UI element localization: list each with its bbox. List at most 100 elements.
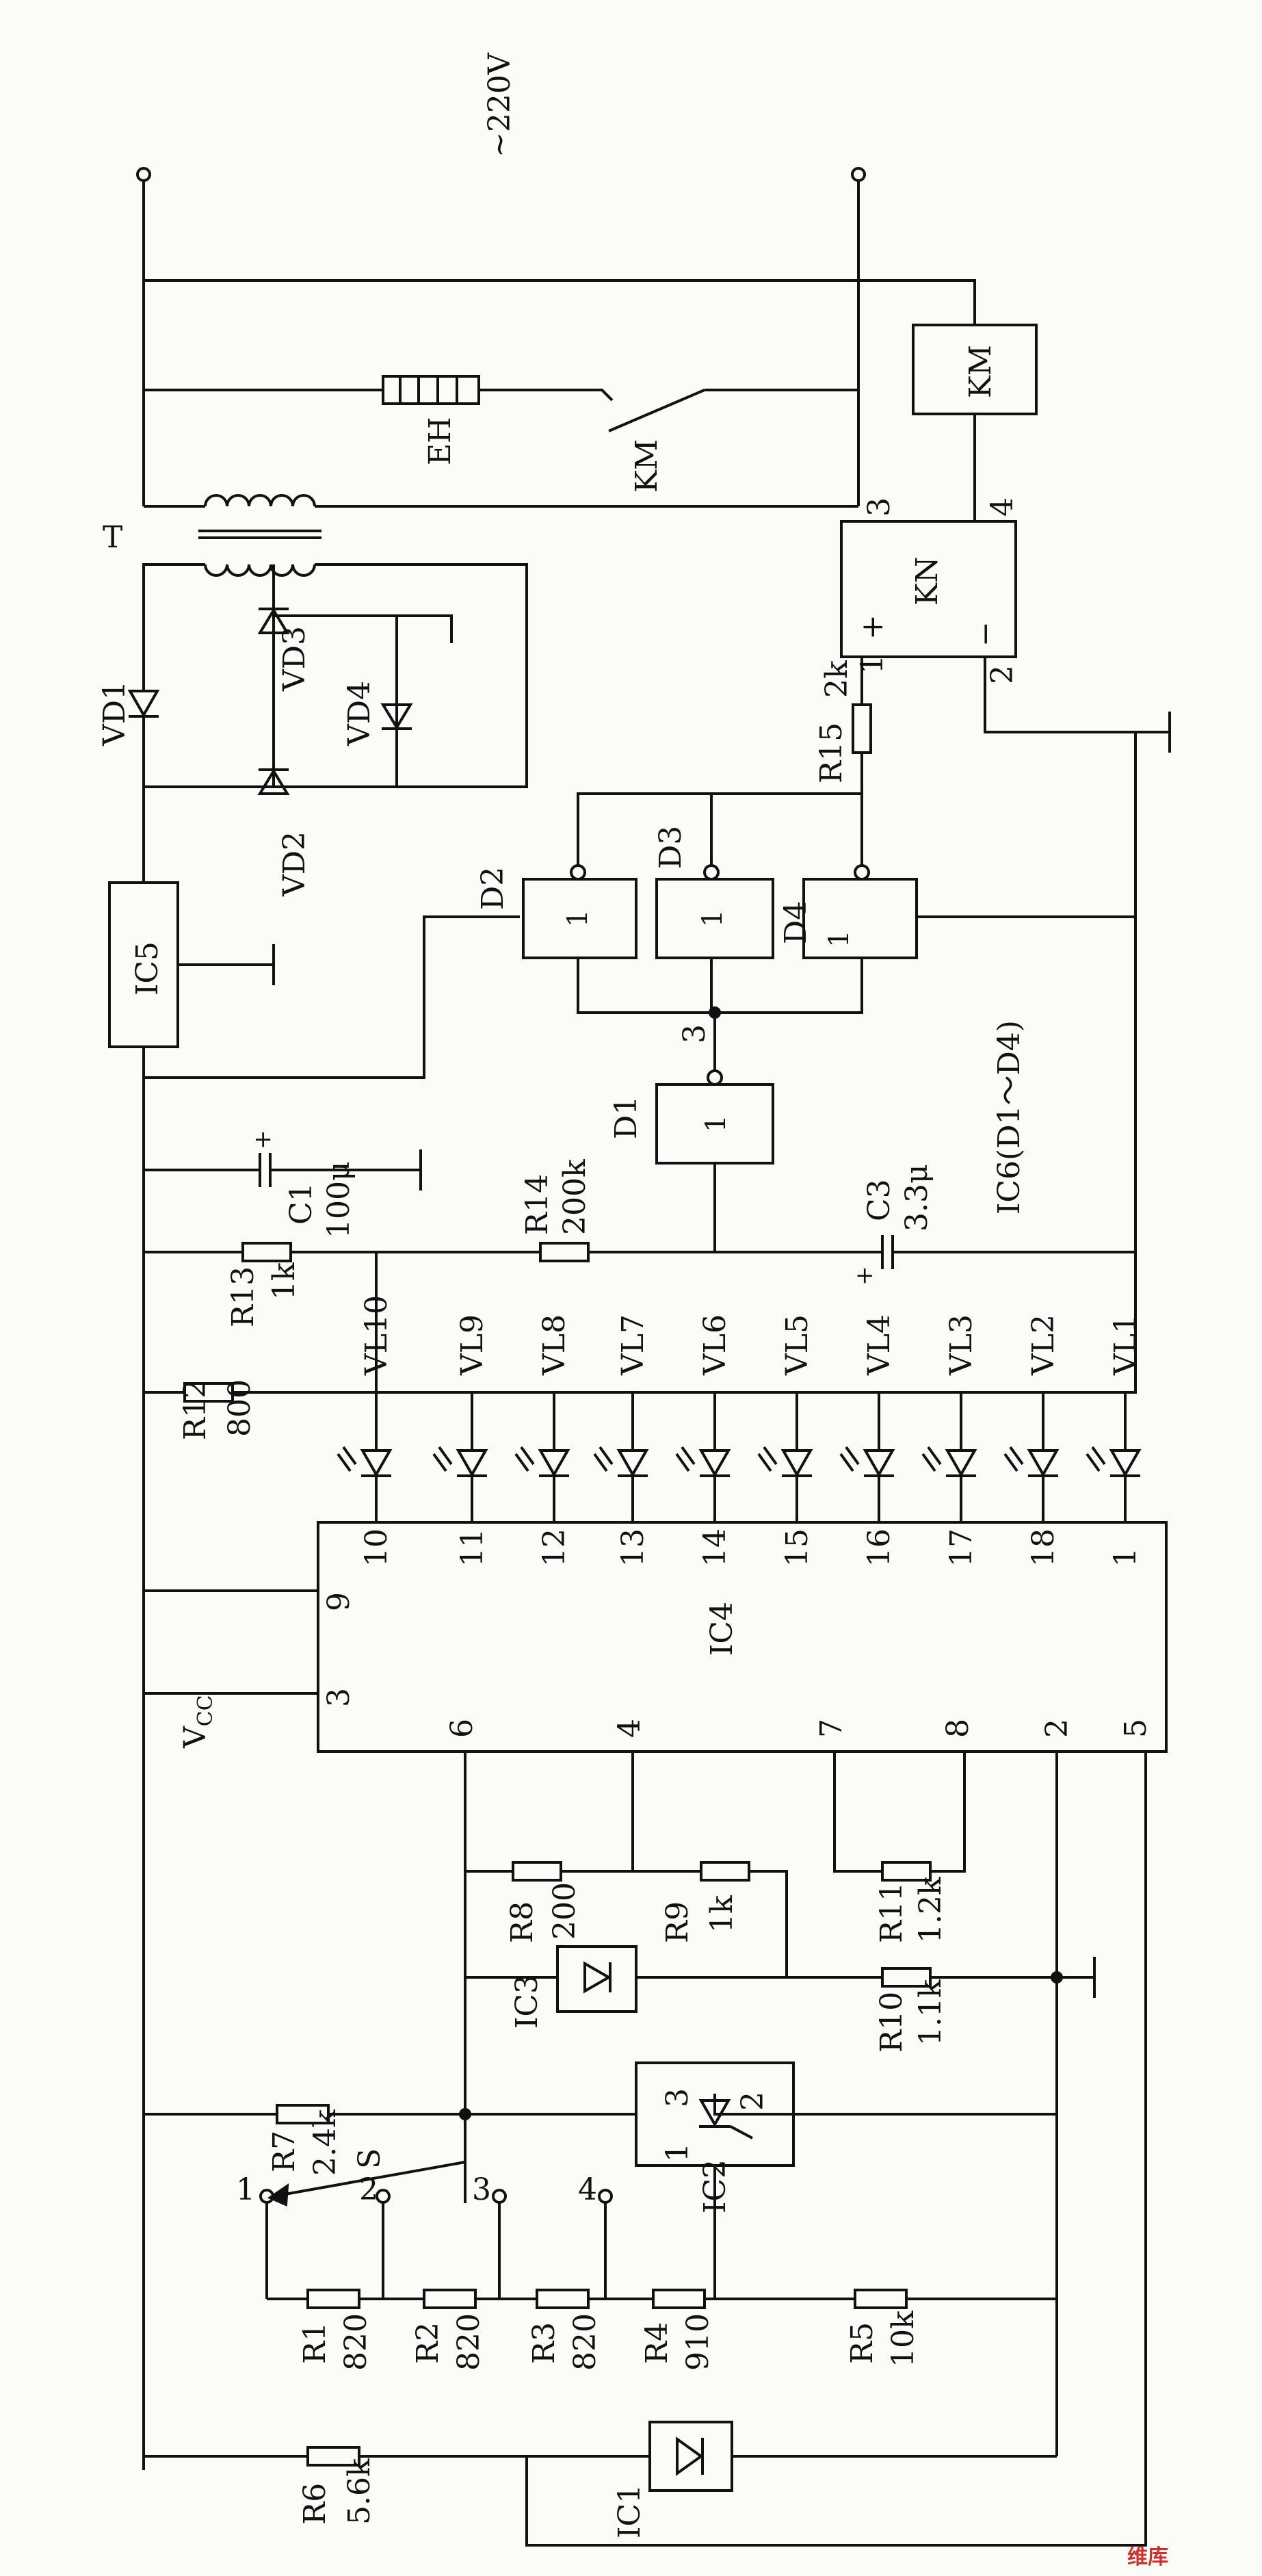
- switch-pos-1: 1: [236, 2172, 255, 2207]
- gate-d3-label: D3: [653, 826, 688, 869]
- led-label: VL10: [359, 1295, 394, 1376]
- ic4-pin-3: 3: [321, 1688, 356, 1707]
- diode-vd4: [380, 703, 413, 730]
- capacitor-c1-value: 100μ: [321, 1161, 356, 1238]
- led-emission-arrow: [839, 1453, 854, 1472]
- resistor-r1-value: 820: [339, 2313, 373, 2371]
- led-emission-arrow: [432, 1453, 447, 1472]
- ic6-label: IC6(D1～D4): [992, 1020, 1027, 1214]
- diode-vd4-label: VD4: [342, 681, 377, 746]
- led-emission-arrow: [681, 1446, 696, 1466]
- ic4-pin-11: 11: [455, 1528, 490, 1567]
- resistor-r4-value: 910: [681, 2313, 715, 2371]
- resistor-r13: [241, 1242, 292, 1262]
- wire: [713, 2094, 793, 2116]
- resistor-r4-name: R4: [640, 2322, 674, 2364]
- relay-minus: −: [968, 621, 1003, 647]
- resistor-r9-value: 1k: [705, 1895, 739, 1933]
- resistor-r15-name: R15: [814, 723, 849, 783]
- gate-d4-bubble: [854, 864, 870, 881]
- diode-vd3: [257, 608, 290, 634]
- relay-pin-1: 1: [855, 655, 890, 674]
- wire: [144, 563, 528, 788]
- led-emission-arrow: [342, 1446, 357, 1466]
- regulator-ic5: IC5: [108, 787, 520, 2470]
- ic6-gates: 1 D1 3 1 D2 1 D3 1 D4 IC6(D1～D4): [475, 792, 1135, 1252]
- switch-label: S: [352, 2148, 387, 2169]
- led-vl4: VL4: [839, 1314, 897, 1522]
- led-vl6: VL6: [675, 1314, 733, 1522]
- resistor-r5: [854, 2289, 908, 2309]
- resistor-r6-value: 5.6k: [342, 2458, 377, 2525]
- reference-network: R8 200 R9 1k R11 1.2k IC3 R10 1.1k R7 2.…: [144, 1861, 1096, 2538]
- led-emission-arrow: [675, 1453, 690, 1472]
- switch-pos-3: 3: [472, 2172, 491, 2207]
- led-triangle: [698, 1449, 731, 1478]
- ic2-pin-3: 3: [660, 2088, 695, 2107]
- led-vl10: VL10: [337, 1295, 394, 1522]
- resistor-r1-name: R1: [298, 2322, 332, 2364]
- led-emission-arrow: [921, 1453, 936, 1472]
- led-vl5: VL5: [757, 1314, 815, 1522]
- watermark-logo: 维库: [1127, 2540, 1168, 2570]
- switch-wiper: [273, 2161, 466, 2198]
- resistor-r10-value: 1.1k: [913, 1979, 948, 2046]
- resistor-r1: [306, 2289, 360, 2309]
- wire: [274, 614, 453, 643]
- resistor-r2-name: R2: [410, 2322, 445, 2364]
- led-emission-arrow: [1091, 1446, 1106, 1466]
- contactor-coil-label: KM: [963, 345, 998, 398]
- wire: [144, 279, 976, 325]
- ic4-pin-17: 17: [944, 1528, 979, 1567]
- led-emission-arrow: [514, 1453, 529, 1472]
- led-label: VL3: [944, 1314, 979, 1376]
- gate-d4: [802, 878, 918, 959]
- led-emission-arrow: [520, 1446, 535, 1466]
- led-triangle: [780, 1449, 813, 1478]
- wire: [833, 1752, 882, 1873]
- relay-plus: +: [855, 614, 890, 640]
- led-label: VL2: [1026, 1314, 1061, 1376]
- ic4-pin-18: 18: [1026, 1528, 1061, 1567]
- ic4-pin-6: 6: [445, 1719, 479, 1738]
- resistor-r11: [881, 1861, 932, 1882]
- led-emission-arrow: [763, 1446, 778, 1466]
- resistor-r9: [700, 1861, 750, 1882]
- resistor-r14-name: R14: [520, 1174, 555, 1235]
- led-vl8: VL8: [514, 1314, 572, 1522]
- resistor-r10-name: R10: [874, 1992, 909, 2053]
- contactor-contact-label: KM: [629, 439, 664, 493]
- led-triangle: [538, 1449, 570, 1478]
- resistor-r3-name: R3: [527, 2322, 562, 2364]
- relay-pin-3: 3: [862, 497, 897, 517]
- resistor-r11-name: R11: [874, 1882, 909, 1943]
- switch-pos-4: 4: [578, 2172, 597, 2207]
- contactor-contact: [608, 389, 705, 432]
- switch-arrow: [267, 2183, 289, 2207]
- heater-element: [382, 375, 480, 405]
- capacitor-c1-name: C1: [284, 1182, 319, 1225]
- ic2-pin-1: 1: [660, 2143, 695, 2162]
- wire: [142, 563, 205, 691]
- resistor-r7-value: 2.4k: [308, 2109, 343, 2176]
- wire: [577, 958, 863, 1014]
- led-vl2: VL2: [1003, 1314, 1061, 1522]
- heater-label: EH: [423, 417, 458, 466]
- led-label: VL8: [537, 1314, 572, 1376]
- led-vl1: VL1: [1086, 1314, 1143, 1522]
- gate-d3-bubble: [703, 864, 720, 881]
- wire: [984, 657, 1137, 746]
- ic4-body: [317, 1521, 1168, 1753]
- led-emission-arrow: [927, 1446, 942, 1466]
- led-emission-arrow: [438, 1446, 453, 1466]
- led-label: VL9: [455, 1314, 490, 1376]
- resistor-r13-name: R13: [226, 1266, 261, 1327]
- led-triangle: [945, 1449, 977, 1478]
- ic4-label: IC4: [705, 1602, 739, 1656]
- resistor-r15: [852, 703, 872, 754]
- ic3-label: IC3: [510, 1975, 544, 2029]
- resistor-r14-value: 200k: [557, 1159, 592, 1235]
- gate-d2-label: D2: [475, 867, 510, 910]
- resistor-r7-name: R7: [267, 2131, 302, 2172]
